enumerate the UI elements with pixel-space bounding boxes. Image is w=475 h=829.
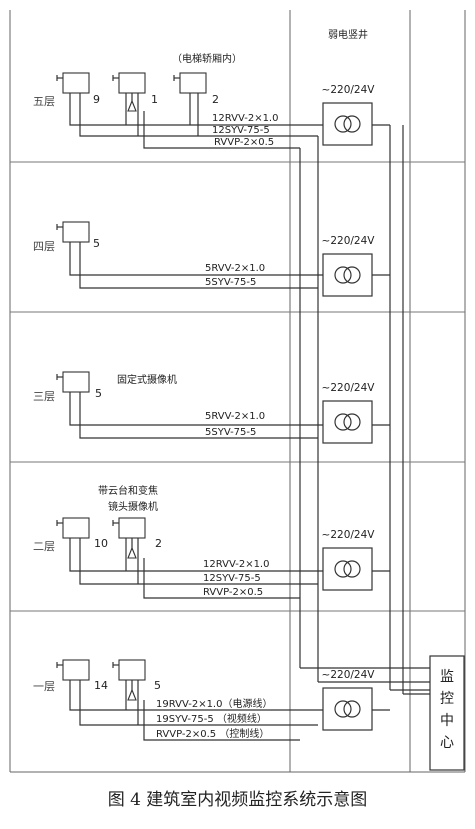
floor-label: 二层 (33, 540, 55, 553)
camera-note: （电梯轿厢内） (172, 52, 242, 65)
video-wire (79, 242, 318, 289)
power-wire (69, 680, 323, 711)
camera-icon (173, 72, 207, 94)
control-center-char: 控 (440, 691, 454, 707)
cable-spec: RVVP-2×0.5 （控制线） (156, 727, 269, 740)
transformer-icon (322, 687, 373, 731)
camera-note: 带云台和变焦 (98, 484, 158, 497)
power-wire (69, 538, 323, 572)
camera-icon (56, 72, 90, 94)
floor-label: 三层 (33, 390, 55, 403)
camera-count: 5 (93, 237, 100, 250)
transformer-label: ~220/24V (322, 84, 376, 96)
camera-count: 5 (95, 387, 102, 400)
power-wire (69, 392, 323, 426)
cable-spec: 5SYV-75-5 (205, 277, 256, 288)
camera-icon (56, 221, 90, 243)
figure-caption: 图 4 建筑室内视频监控系统示意图 (107, 790, 368, 810)
cable-spec: 12RVV-2×1.0 (212, 113, 278, 124)
cable-spec: 12SYV-75-5 (203, 573, 261, 584)
camera-count: 9 (93, 93, 100, 106)
camera-count: 14 (94, 679, 108, 692)
video-wire (79, 538, 318, 585)
cable-spec: 5RVV-2×1.0 (205, 411, 265, 422)
camera-count: 5 (154, 679, 161, 692)
camera-icon (56, 659, 90, 681)
video-wire (79, 93, 318, 137)
camera-note: 镜头摄像机 (108, 500, 158, 513)
cable-spec: RVVP-2×0.5 (203, 587, 263, 598)
camera-icon (56, 517, 90, 539)
camera-note: 固定式摄像机 (117, 373, 177, 386)
transformer-icon (322, 547, 373, 591)
transformer-label: ~220/24V (322, 382, 376, 394)
power-wire (69, 93, 323, 126)
transformer-icon (322, 400, 373, 444)
control-center-char: 监 (440, 669, 454, 685)
cable-spec: 19SYV-75-5 （视频线） (156, 712, 267, 725)
surveillance-system-diagram: 弱电竖井 监 控 中 心 五层 （电梯轿厢内） 9 1 2 12RVV-2×1.… (9, 10, 466, 773)
power-wire (69, 242, 323, 276)
floor-label: 四层 (33, 240, 55, 253)
ptz-camera-icon (112, 659, 146, 701)
control-center-box (429, 655, 465, 771)
video-wire (79, 680, 318, 726)
floor-label: 五层 (33, 95, 55, 108)
camera-count: 10 (94, 537, 108, 550)
cable-spec: 12SYV-75-5 (212, 125, 270, 136)
control-wire (143, 700, 300, 741)
cable-spec: 5SYV-75-5 (205, 427, 256, 438)
control-center-char: 中 (440, 713, 454, 729)
camera-count: 2 (212, 93, 219, 106)
ptz-camera-icon (112, 72, 146, 112)
control-wire (143, 558, 300, 599)
cable-spec: 19RVV-2×1.0（电源线） (156, 697, 272, 710)
cable-spec: 12RVV-2×1.0 (203, 559, 269, 570)
transformer-label: ~220/24V (322, 529, 376, 541)
camera-icon (56, 371, 90, 393)
control-wire (143, 111, 300, 149)
camera-count: 2 (155, 537, 162, 550)
shaft-label: 弱电竖井 (328, 28, 368, 41)
control-center-char: 心 (440, 735, 454, 751)
video-wire (79, 392, 318, 439)
camera-count: 1 (151, 93, 158, 106)
transformer-label: ~220/24V (322, 235, 376, 247)
floor-label: 一层 (33, 680, 55, 693)
transformer-label: ~220/24V (322, 669, 376, 681)
transformer-icon (322, 102, 373, 146)
ptz-camera-icon (112, 517, 146, 559)
cable-spec: 5RVV-2×1.0 (205, 263, 265, 274)
cable-spec: RVVP-2×0.5 (214, 137, 274, 148)
transformer-icon (322, 253, 373, 297)
